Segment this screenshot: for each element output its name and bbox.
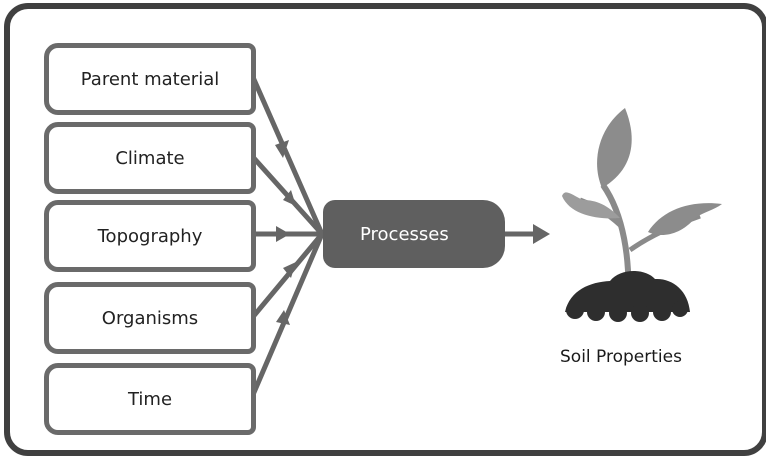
arrowhead-topography — [276, 226, 290, 242]
arrowhead-time — [276, 310, 290, 325]
arrowhead-organisms — [283, 262, 296, 278]
factor-topography: Topography — [44, 200, 256, 272]
factor-climate: Climate — [44, 122, 256, 194]
factor-label: Organisms — [101, 307, 199, 329]
factor-label: Climate — [115, 147, 185, 169]
arrowhead-parent-material — [275, 140, 289, 158]
processes-label: Processes — [360, 223, 449, 245]
arrow-parent-material — [249, 72, 325, 237]
processes-box: Processes — [323, 200, 505, 268]
factor-parent-material: Parent material — [44, 43, 256, 115]
factor-label: Time — [127, 388, 173, 410]
arrow-time — [249, 231, 325, 400]
factor-time: Time — [44, 363, 256, 435]
arrowhead-climate — [283, 190, 296, 206]
factor-label: Topography — [97, 225, 203, 247]
factor-label: Parent material — [80, 68, 220, 90]
arrow-organisms — [249, 231, 325, 321]
factor-organisms: Organisms — [44, 282, 256, 354]
soil-properties-label: Soil Properties — [560, 347, 682, 367]
arrowhead-to-soil-properties — [533, 224, 550, 244]
plant-in-soil-icon — [562, 108, 722, 322]
